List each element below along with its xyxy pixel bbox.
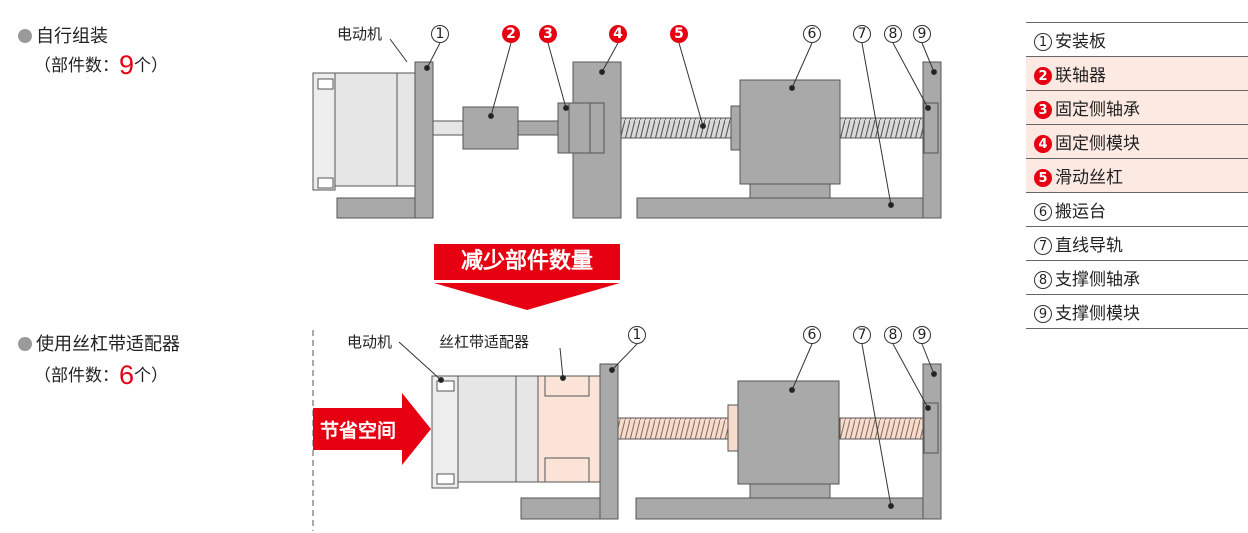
d2-carriage <box>737 380 840 485</box>
d2-linear-guide <box>635 497 924 520</box>
legend-label: 支撑侧模块 <box>1055 304 1140 324</box>
d1-marker-5: 5 <box>670 25 688 43</box>
save-space-label: 节省空间 <box>319 420 396 442</box>
d2-motor-label: 电动机 <box>347 333 393 351</box>
legend-label: 滑动丝杠 <box>1055 168 1123 188</box>
d1-screw <box>620 117 737 139</box>
legend-number: 5 <box>1034 169 1052 187</box>
legend-number: 2 <box>1034 67 1052 85</box>
d1-fixed-bearing <box>557 102 605 154</box>
save-space-arrow-icon <box>313 393 431 465</box>
d2-marker-8: 8 <box>884 326 902 344</box>
section2-title: 使用丝杠带适配器 <box>36 334 180 355</box>
reduce-arrow-icon <box>434 283 620 310</box>
bullet-icon <box>18 29 32 43</box>
d1-marker-7: 7 <box>853 25 871 43</box>
section2-header: 使用丝杠带适配器 （部件数：6个） <box>18 330 180 391</box>
d1-motor-label: 电动机 <box>337 25 383 43</box>
legend-label: 固定侧模块 <box>1055 134 1140 154</box>
assembly-diagrams <box>312 38 942 531</box>
reduce-parts-banner: 减少部件数量 <box>434 244 620 280</box>
d1-marker-1: 1 <box>431 25 449 43</box>
legend-label: 直线导轨 <box>1055 236 1123 256</box>
d2-marker-7: 7 <box>853 326 871 344</box>
d2-adapter-label: 丝杠带适配器 <box>439 333 530 351</box>
d1-marker-6: 6 <box>803 25 821 43</box>
section2-count-value: 6 <box>119 360 135 390</box>
legend-number: 7 <box>1034 237 1052 255</box>
legend-number: 6 <box>1034 203 1052 221</box>
section1-count: （部件数：9个） <box>34 50 169 80</box>
d1-marker-9: 9 <box>913 25 931 43</box>
d2-marker-1: 1 <box>628 326 646 344</box>
diagram2 <box>431 363 942 520</box>
section2-count: （部件数：6个） <box>34 360 169 390</box>
d1-marker-3: 3 <box>539 25 557 43</box>
d1-marker-4: 4 <box>609 25 627 43</box>
d1-marker-8: 8 <box>884 25 902 43</box>
legend-label: 联轴器 <box>1055 66 1106 86</box>
legend-number: 4 <box>1034 135 1052 153</box>
d2-screw <box>617 417 733 440</box>
bullet-icon <box>18 337 32 351</box>
d2-base-plate <box>520 497 602 520</box>
section1-title: 自行组装 <box>36 26 108 47</box>
legend-label: 固定侧轴承 <box>1055 100 1140 120</box>
legend-label: 搬运台 <box>1055 202 1106 222</box>
section1-count-value: 9 <box>119 50 135 80</box>
legend-label: 安装板 <box>1055 32 1106 52</box>
diagram1 <box>312 61 942 219</box>
legend-number: 3 <box>1034 101 1052 119</box>
d2-marker-6: 6 <box>803 326 821 344</box>
d1-mounting-plate <box>414 61 434 219</box>
legend-label: 支撑侧轴承 <box>1055 270 1140 290</box>
d1-linear-guide <box>636 197 924 219</box>
d2-marker-9: 9 <box>913 326 931 344</box>
d2-mounting-plate <box>599 363 619 520</box>
legend-number: 1 <box>1034 33 1052 51</box>
d1-carriage <box>739 79 841 185</box>
d1-support-bearing <box>923 102 939 154</box>
legend-number: 8 <box>1034 271 1052 289</box>
d1-marker-2: 2 <box>502 25 520 43</box>
section1-header: 自行组装 （部件数：9个） <box>18 22 168 81</box>
legend-number: 9 <box>1034 305 1052 323</box>
d2-support-bearing <box>923 402 939 454</box>
